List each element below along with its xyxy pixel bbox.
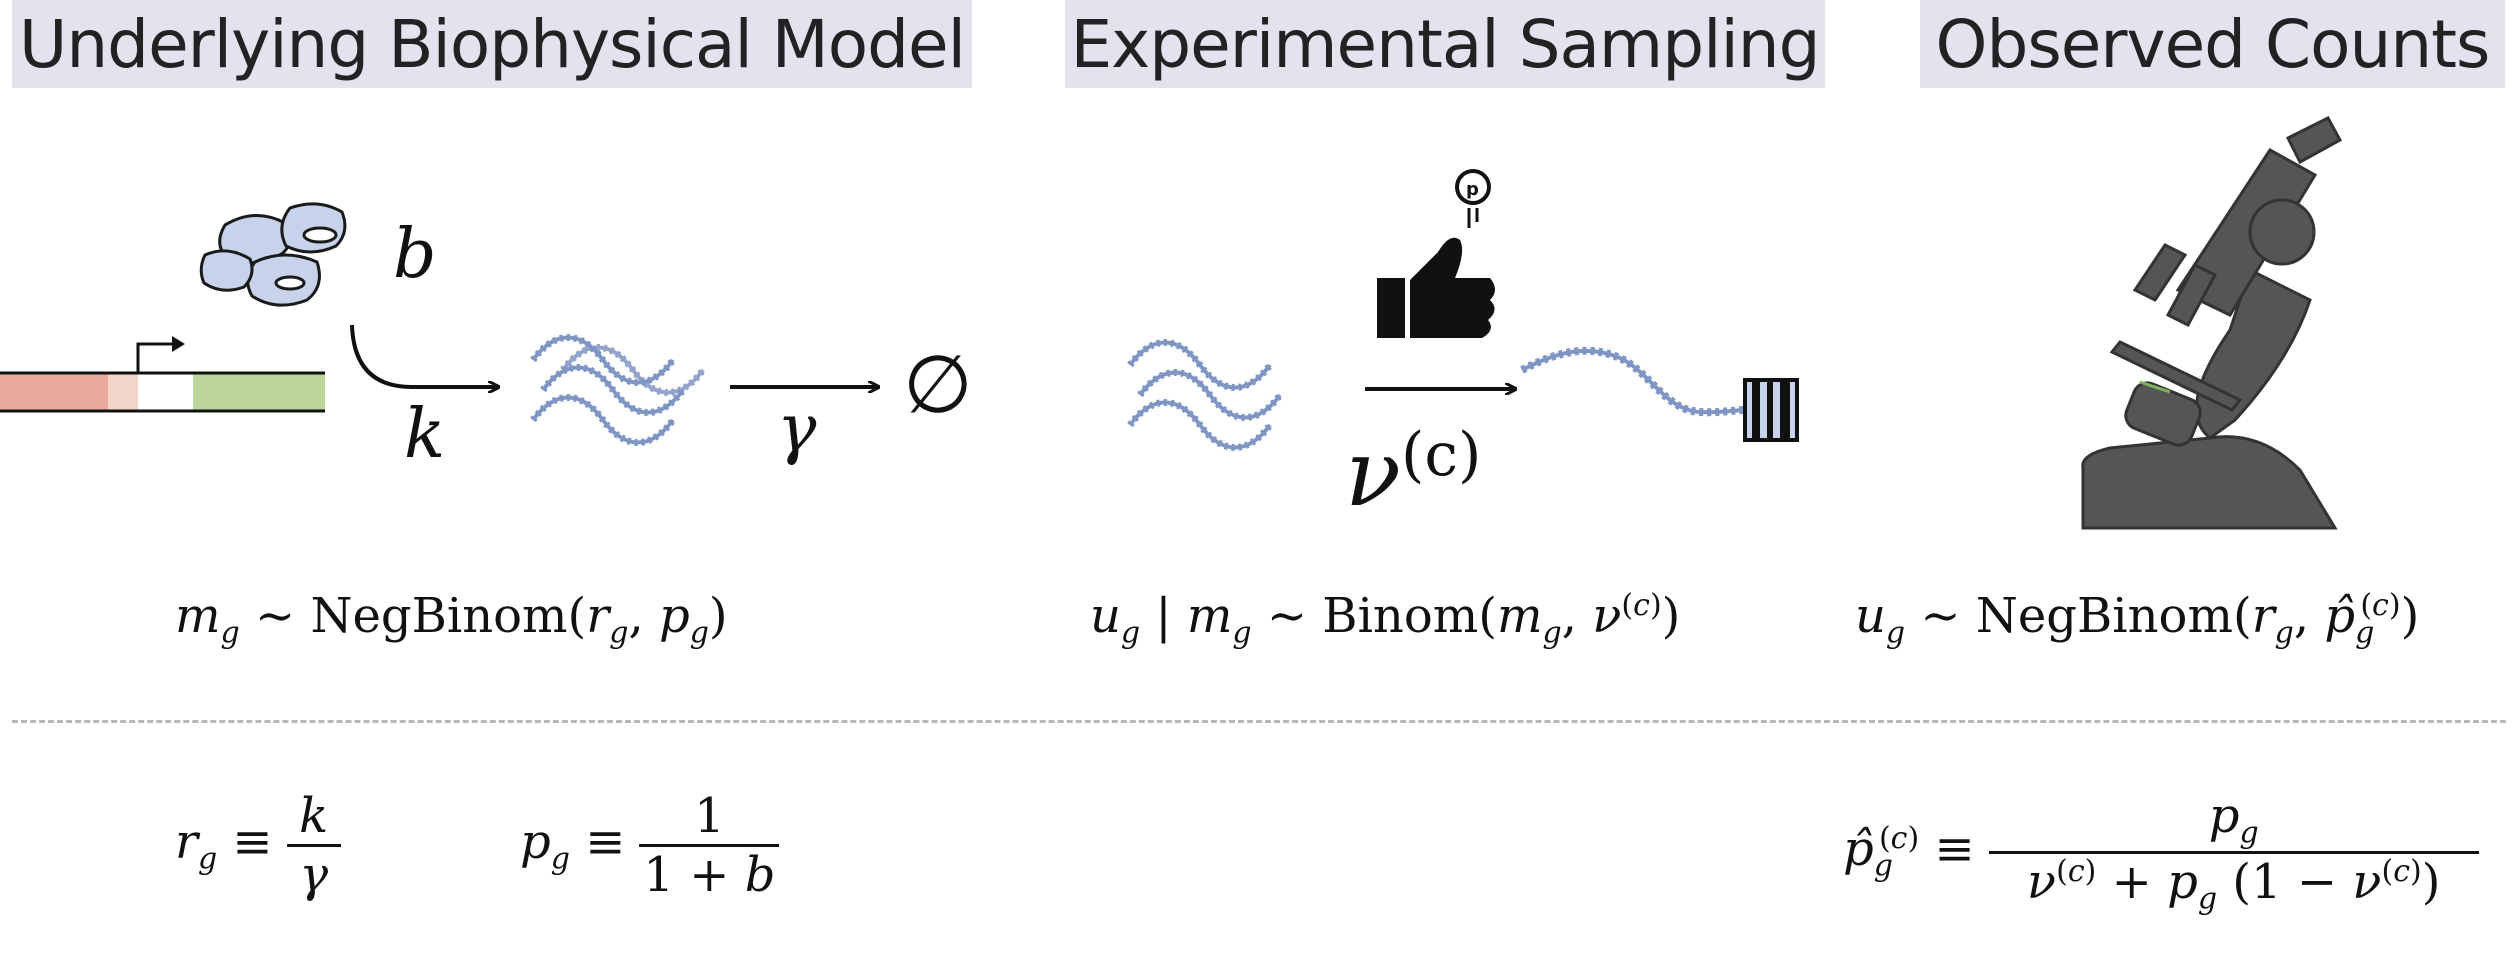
eq-u-distribution: ug ∼ NegBinom(rg, p̂g(c)) [1855, 588, 2420, 651]
promoter-arrow-icon [136, 336, 185, 373]
svg-text:p: p [1466, 179, 1479, 200]
burst-label: b [393, 215, 437, 294]
transcription-arrow [350, 324, 498, 387]
gamma-label: γ [777, 390, 817, 467]
barcode-icon [1743, 378, 1799, 442]
coin-flip-icon: p [1377, 169, 1495, 338]
k-label: k [404, 395, 446, 474]
nu-label: ν(c) [1345, 420, 1482, 527]
null-set-label: ∅ [903, 338, 973, 431]
polymerase-icon [199, 202, 347, 307]
mrna-cluster-icon [533, 338, 703, 443]
def-phat: p̂g(c) ≡ pg ν(c) + pg (1 − ν(c)) [1843, 788, 2479, 916]
def-r: rg ≡ k γ [175, 788, 341, 903]
captured-mrna-icon [1520, 346, 1746, 417]
gene-bar [0, 371, 325, 413]
mrna-sampled-icon [1130, 343, 1280, 448]
header-observed-counts: Observed Counts [1920, 0, 2505, 88]
def-p: pg ≡ 1 1 + b [520, 788, 780, 903]
eq-u-given-m: ug | mg ∼ Binom(mg, ν(c)) [1090, 588, 1681, 651]
microscope-icon [2081, 116, 2343, 530]
header-experimental-sampling: Experimental Sampling [1065, 0, 1825, 88]
section-divider [12, 720, 2506, 723]
header-biophysical-model: Underlying Biophysical Model [12, 0, 972, 88]
eq-mrna-distribution: mg ∼ NegBinom(rg, pg) [175, 588, 728, 651]
